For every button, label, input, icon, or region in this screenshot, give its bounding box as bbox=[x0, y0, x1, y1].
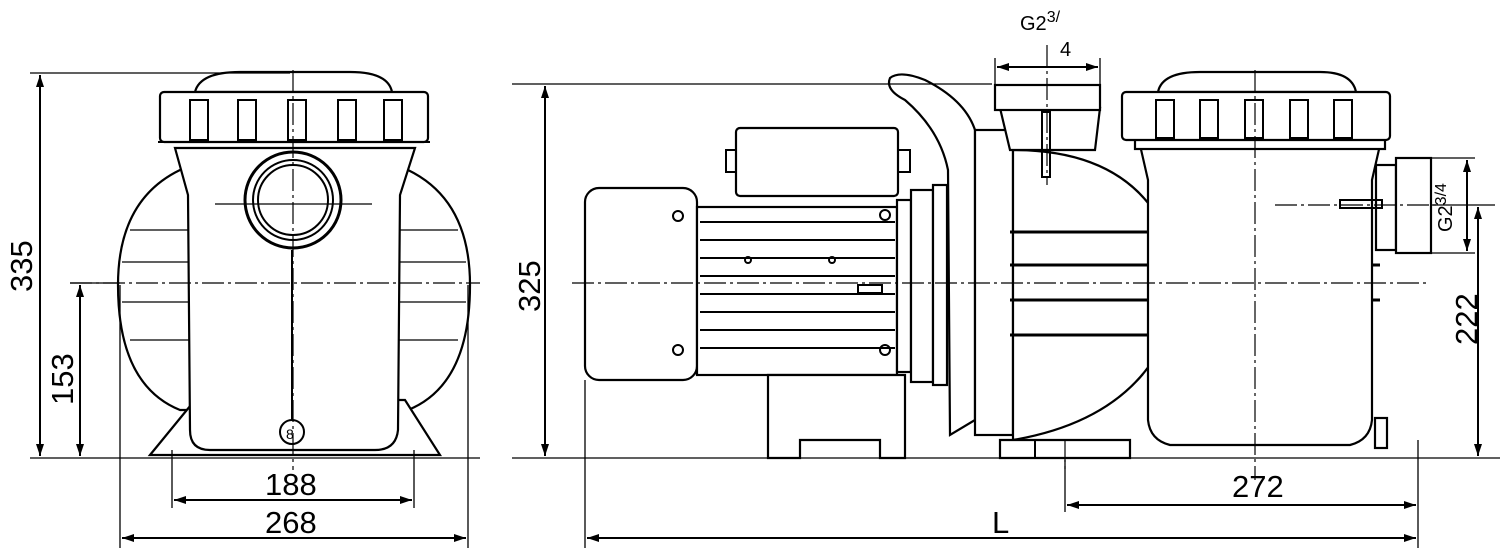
dim-overall-height-front: 335 bbox=[4, 240, 39, 292]
side-dimensions: 325 222 272 L G23/ 4 G23/4 bbox=[512, 9, 1500, 548]
svg-text:8: 8 bbox=[286, 426, 294, 442]
front-dimensions: 335 153 188 268 bbox=[4, 72, 480, 548]
front-strainer-body bbox=[173, 146, 417, 452]
dim-overall-length: L bbox=[992, 505, 1009, 540]
strainer-side-body bbox=[1138, 143, 1382, 447]
dim-overall-height-side: 325 bbox=[512, 260, 547, 312]
motor-end-cap bbox=[583, 186, 699, 382]
motor-body bbox=[695, 205, 899, 377]
dim-overall-width-front: 268 bbox=[265, 505, 317, 540]
dim-foot-spacing: 188 bbox=[265, 467, 317, 502]
strainer-lid-side bbox=[1120, 90, 1392, 142]
dim-inlet-to-rear: 272 bbox=[1232, 469, 1284, 504]
inlet-thread-label: G23/4 bbox=[1433, 183, 1457, 232]
outlet-thread-label: G23/ bbox=[1020, 9, 1061, 35]
outlet-thread-denominator: 4 bbox=[1060, 39, 1071, 61]
dim-axis-height-front: 153 bbox=[45, 353, 80, 405]
dim-outlet-height: 222 bbox=[1449, 293, 1484, 345]
front-view: 8 bbox=[70, 70, 480, 470]
side-view bbox=[572, 45, 1440, 480]
pump-hook bbox=[887, 73, 977, 437]
terminal-box bbox=[734, 126, 900, 198]
motor-foot bbox=[766, 373, 907, 460]
